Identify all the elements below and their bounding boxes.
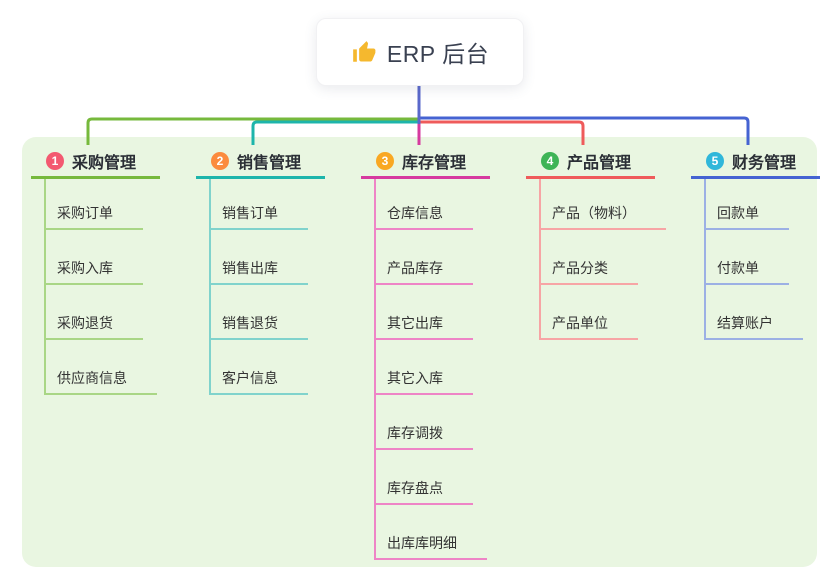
child-node[interactable]: 产品库存 <box>374 247 473 285</box>
branch-number-badge: 5 <box>706 152 724 170</box>
child-node[interactable]: 采购入库 <box>44 247 143 285</box>
child-node-label: 产品单位 <box>552 315 608 331</box>
branch-header[interactable]: 5 财务管理 <box>691 146 820 179</box>
child-node-label: 销售退货 <box>222 315 278 331</box>
child-node-label: 产品分类 <box>552 260 608 276</box>
child-node[interactable]: 客户信息 <box>209 357 308 395</box>
branch-label: 产品管理 <box>567 155 632 172</box>
child-node[interactable]: 采购订单 <box>44 192 143 230</box>
child-node[interactable]: 采购退货 <box>44 302 143 340</box>
child-node[interactable]: 库存调拨 <box>374 412 473 450</box>
branch-label: 采购管理 <box>72 155 137 172</box>
branch-header[interactable]: 1 采购管理 <box>31 146 160 179</box>
branch-label: 财务管理 <box>732 155 797 172</box>
branch-trunk-line <box>209 179 211 395</box>
branch-header[interactable]: 2 销售管理 <box>196 146 325 179</box>
branch-trunk-line <box>539 179 541 340</box>
child-node[interactable]: 销售出库 <box>209 247 308 285</box>
root-node-erp[interactable]: ERP 后台 <box>316 18 524 86</box>
child-node[interactable]: 销售订单 <box>209 192 308 230</box>
child-node-label: 采购退货 <box>57 315 113 331</box>
child-node[interactable]: 出库库明细 <box>374 522 487 560</box>
root-title: ERP 后台 <box>386 41 490 67</box>
child-node[interactable]: 回款单 <box>704 192 789 230</box>
child-node-label: 供应商信息 <box>57 370 127 386</box>
child-node-label: 客户信息 <box>222 370 278 386</box>
child-node[interactable]: 销售退货 <box>209 302 308 340</box>
child-node-label: 销售订单 <box>222 205 278 221</box>
child-node-label: 销售出库 <box>222 260 278 276</box>
child-node-label: 库存盘点 <box>387 480 443 496</box>
branch-header[interactable]: 3 库存管理 <box>361 146 490 179</box>
child-node-label: 其它入库 <box>387 370 443 386</box>
child-node-label: 产品库存 <box>387 260 443 276</box>
child-node-label: 产品（物料） <box>552 205 636 221</box>
branch-header[interactable]: 4 产品管理 <box>526 146 655 179</box>
branch-label: 销售管理 <box>237 155 302 172</box>
child-node-label: 回款单 <box>717 205 759 221</box>
child-node[interactable]: 仓库信息 <box>374 192 473 230</box>
child-node[interactable]: 供应商信息 <box>44 357 157 395</box>
branch-number-badge: 1 <box>46 152 64 170</box>
branches-panel <box>22 137 817 567</box>
branch-label: 库存管理 <box>402 155 467 172</box>
child-node-label: 库存调拨 <box>387 425 443 441</box>
branch-trunk-line <box>44 179 46 395</box>
child-node-label: 出库库明细 <box>387 535 457 551</box>
branch-number-badge: 4 <box>541 152 559 170</box>
child-node[interactable]: 产品单位 <box>539 302 638 340</box>
child-node[interactable]: 产品分类 <box>539 247 638 285</box>
child-node[interactable]: 产品（物料） <box>539 192 666 230</box>
child-node-label: 仓库信息 <box>387 205 443 221</box>
child-node[interactable]: 其它入库 <box>374 357 473 395</box>
branch-number-badge: 3 <box>376 152 394 170</box>
child-node-label: 结算账户 <box>717 315 773 331</box>
child-node[interactable]: 付款单 <box>704 247 789 285</box>
branch-number-badge: 2 <box>211 152 229 170</box>
branch-trunk-line <box>374 179 376 560</box>
child-node[interactable]: 库存盘点 <box>374 467 473 505</box>
branch-trunk-line <box>704 179 706 340</box>
child-node-label: 其它出库 <box>387 315 443 331</box>
child-node-label: 采购入库 <box>57 260 113 276</box>
child-node-label: 采购订单 <box>57 205 113 221</box>
child-node[interactable]: 其它出库 <box>374 302 473 340</box>
child-node-label: 付款单 <box>717 260 759 276</box>
child-node[interactable]: 结算账户 <box>704 302 803 340</box>
thumbs-up-icon <box>351 39 377 65</box>
